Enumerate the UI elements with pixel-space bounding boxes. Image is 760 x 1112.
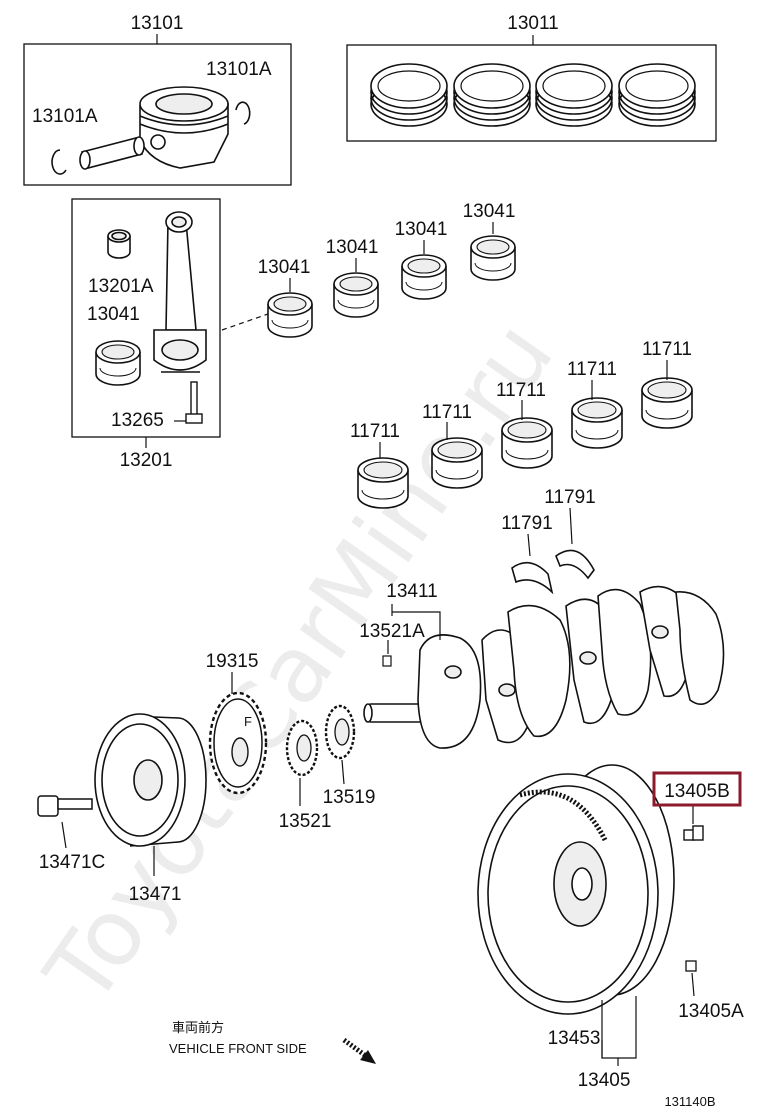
label-11711-5: 11711 [642, 339, 692, 360]
direction-label-jp: 車両前方 [172, 1020, 224, 1035]
crank-pulley-group: 13471C 13471 [37, 713, 207, 905]
svg-text:F: F [244, 714, 252, 729]
main-bearing-icon [431, 437, 483, 489]
front-direction-group: 車両前方 VEHICLE FRONT SIDE [169, 1020, 376, 1064]
crankshaft-icon [363, 585, 725, 749]
label-13041-4: 13041 [463, 201, 516, 222]
crankshaft-group: 13411 13521A [359, 581, 725, 749]
thrust-washer-icon [511, 561, 554, 595]
label-13041-left: 13041 [87, 304, 140, 325]
label-13041-1: 13041 [258, 257, 311, 278]
rod-bolt-icon [185, 381, 203, 424]
label-13101: 13101 [131, 13, 184, 34]
flywheel-group: 13405B 13405A 13453 13405 [477, 764, 744, 1091]
label-19315: 19315 [206, 651, 259, 672]
con-rod-group: 13201A 13041 13265 13201 [71, 198, 221, 471]
main-bearing-row: 11711 11711 11711 11711 11711 [350, 339, 693, 509]
piston-ring-icon [370, 63, 448, 127]
label-11711-1: 11711 [350, 421, 400, 442]
label-13471: 13471 [129, 884, 182, 905]
flywheel-icon [477, 764, 675, 1015]
label-13265: 13265 [111, 410, 164, 431]
label-13405: 13405 [578, 1070, 631, 1091]
label-13201A: 13201A [88, 276, 154, 297]
direction-label-en: VEHICLE FRONT SIDE [169, 1041, 307, 1056]
label-13201: 13201 [120, 450, 173, 471]
timing-pulley-icon: F [208, 691, 268, 795]
label-13453: 13453 [548, 1028, 601, 1049]
piston-ring-icon [453, 63, 531, 127]
con-rod-bearing-row: 13041 13041 13041 13041 [258, 201, 516, 338]
label-13041-2: 13041 [326, 237, 379, 258]
piston-set-group: 13101 13101A 13101A [23, 13, 292, 186]
reference-line [221, 313, 269, 331]
label-11711-2: 11711 [422, 402, 472, 423]
timing-pulley-group: F 19315 [206, 651, 268, 795]
label-13519: 13519 [323, 787, 376, 808]
straight-pin-icon [382, 655, 392, 667]
rod-bush-icon [107, 229, 131, 259]
piston-ring-icon [618, 63, 696, 127]
snap-ring-right-icon [235, 101, 251, 125]
connecting-rod-icon [153, 211, 207, 373]
thrust-washer-icon [555, 549, 595, 580]
gear-plate-group: 13519 [323, 704, 376, 808]
rod-bearing-icon [470, 235, 516, 281]
flywheel-pin-icon [685, 960, 697, 972]
label-11711-4: 11711 [567, 359, 617, 380]
crank-gear-group: 13521 [279, 719, 332, 832]
label-13405B: 13405B [664, 781, 730, 802]
label-13471C: 13471C [39, 852, 106, 873]
rod-bearing-icon [333, 272, 379, 318]
rod-bearing-icon [401, 254, 447, 300]
front-arrow-icon [342, 1037, 376, 1064]
flywheel-bolt-icon [683, 825, 704, 841]
label-13101A-right: 13101A [206, 59, 272, 80]
piston-icon [139, 86, 229, 169]
pulley-bolt-icon [37, 795, 93, 817]
label-13411: 13411 [386, 581, 437, 602]
label-13101A-left: 13101A [32, 106, 98, 127]
crank-pulley-icon [94, 713, 207, 847]
piston-ring-icon [535, 63, 613, 127]
main-bearing-icon [501, 417, 553, 469]
rod-bearing-icon [267, 292, 313, 338]
thrust-washer-group: 11791 11791 [501, 487, 596, 595]
label-13405A: 13405A [678, 1001, 744, 1022]
label-11791-right: 11791 [544, 487, 595, 508]
rod-bearing-icon [95, 340, 141, 386]
ring-gear-icon [519, 789, 608, 842]
label-13521A: 13521A [359, 621, 425, 642]
label-11791-left: 11791 [501, 513, 552, 534]
crank-gear-icon [285, 719, 319, 777]
ring-set-group: 13011 [346, 13, 717, 142]
main-bearing-icon [641, 377, 693, 429]
label-11711-3: 11711 [496, 380, 546, 401]
snap-ring-left-icon [51, 149, 67, 175]
piston-pin-icon [79, 136, 145, 170]
gear-plate-icon [324, 704, 356, 760]
figure-code: 131140B [664, 1094, 715, 1109]
label-13041-3: 13041 [395, 219, 448, 240]
highlight-box [652, 771, 742, 807]
label-13521: 13521 [279, 811, 332, 832]
label-13011: 13011 [507, 13, 558, 34]
main-bearing-icon [357, 457, 409, 509]
main-bearing-icon [571, 397, 623, 449]
